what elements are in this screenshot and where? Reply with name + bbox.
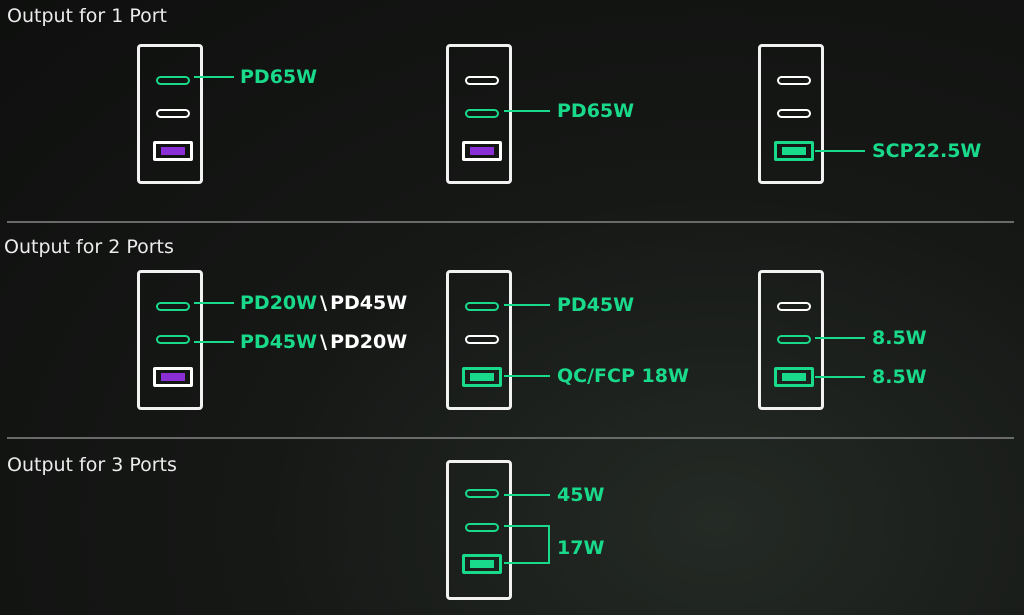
connector-line [194,341,234,343]
usb-a-port-icon [774,367,814,387]
power-label: 8.5W [872,327,927,349]
charger-icon [758,44,824,184]
section-title-1-port: Output for 1 Port [7,5,167,27]
usb-a-port-icon [153,141,193,161]
connector-line [504,110,550,112]
usb-c-port-icon [156,76,190,85]
usb-c-port-icon [777,76,811,85]
power-label: PD20W\PD45W [240,293,407,313]
power-label: SCP22.5W [872,140,982,162]
usb-a-port-icon [462,554,502,574]
usb-a-port-icon [462,141,502,161]
usb-c-port-icon [465,523,499,532]
usb-a-port-icon [462,367,502,387]
usb-c-port-icon [465,489,499,498]
connector-line [504,494,550,496]
power-label: PD65W [557,100,635,122]
connector-line [194,76,234,78]
connector-line [504,304,550,306]
connector-line [815,337,865,339]
power-label-primary: PD20W [240,292,318,314]
power-label-alternate: PD20W [330,331,408,353]
usb-c-port-icon [777,109,811,118]
connector-line [194,302,234,304]
charger-icon [446,44,512,184]
connector-line [815,376,865,378]
label-separator: \ [320,292,328,314]
label-separator: \ [320,331,328,353]
section-title-2-ports: Output for 2 Ports [4,236,174,258]
usb-c-port-icon [465,109,499,118]
usb-a-port-icon [153,367,193,387]
connector-line [815,150,865,152]
power-label: 45W [557,484,605,506]
usb-c-port-icon [777,335,811,344]
power-label-alternate: PD45W [330,292,408,314]
usb-c-port-icon [465,302,499,311]
charger-icon [137,270,203,410]
power-label: 17W [557,537,605,559]
bracket-line [548,525,550,564]
usb-c-port-icon [465,335,499,344]
power-label: 8.5W [872,366,927,388]
charger-icon [137,44,203,184]
charger-icon [446,460,512,600]
power-label: PD65W [240,66,318,88]
power-label: QC/FCP 18W [557,365,689,387]
usb-c-port-icon [156,302,190,311]
divider [7,437,1014,439]
usb-c-port-icon [777,302,811,311]
charger-icon [446,270,512,410]
usb-c-port-icon [156,109,190,118]
power-label: PD45W\PD20W [240,332,407,352]
bracket-line [504,562,550,564]
power-label: PD45W [557,294,635,316]
connector-line [504,375,550,377]
usb-c-port-icon [156,335,190,344]
bracket-line [504,525,550,527]
divider [7,221,1014,223]
usb-c-port-icon [465,76,499,85]
section-title-3-ports: Output for 3 Ports [7,454,177,476]
charger-icon [758,270,824,410]
usb-a-port-icon [774,141,814,161]
power-label-primary: PD45W [240,331,318,353]
